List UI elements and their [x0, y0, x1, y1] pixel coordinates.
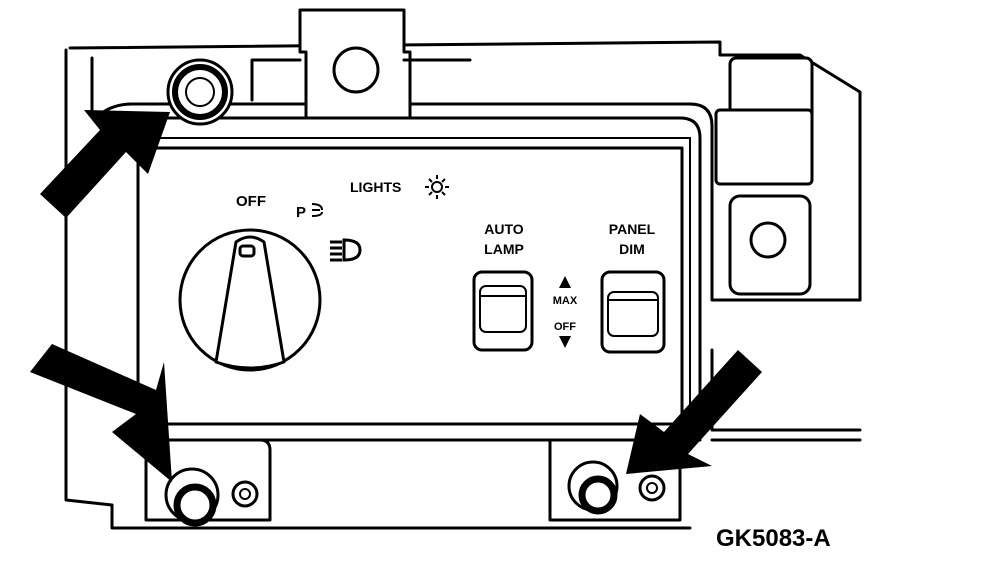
lights-label: LIGHTS	[350, 179, 401, 195]
sun-icon	[425, 175, 449, 199]
screw-bottom-left	[164, 467, 259, 527]
off-label: OFF	[236, 193, 266, 210]
auto-lamp-label-line1: AUTO	[484, 221, 524, 237]
screw-bottom-right	[567, 460, 666, 515]
auto-lamp-switch[interactable]: AUTO LAMP	[472, 221, 534, 352]
pointer-arrow-icon-top-left	[40, 110, 170, 218]
max-label: MAX	[553, 295, 578, 307]
top-clip	[250, 8, 472, 120]
pointer-arrow-icon-bottom-right	[626, 350, 762, 474]
auto-lamp-label-line2: LAMP	[484, 241, 524, 257]
right-bracket	[714, 56, 814, 296]
panel-dim-label-line1: PANEL	[609, 221, 656, 237]
off-small-label: OFF	[554, 321, 576, 333]
pointer-arrow-icon-bottom-left	[30, 344, 172, 482]
down-triangle-icon	[559, 336, 571, 348]
dimmer-range-indicator: MAX OFF	[553, 276, 578, 348]
screw-top-left	[166, 58, 234, 126]
panel-dim-label-line2: DIM	[619, 241, 645, 257]
up-triangle-icon	[559, 276, 571, 288]
parking-lamp-icon	[311, 203, 323, 217]
parking-label: P	[296, 204, 306, 221]
headlamp-knob	[178, 228, 322, 372]
knob-labels: OFF P LIGHTS	[236, 175, 449, 262]
figure-id: GK5083-A	[716, 525, 831, 552]
panel-dim-switch[interactable]: PANEL DIM	[600, 221, 666, 354]
headlamp-icon	[330, 238, 362, 262]
